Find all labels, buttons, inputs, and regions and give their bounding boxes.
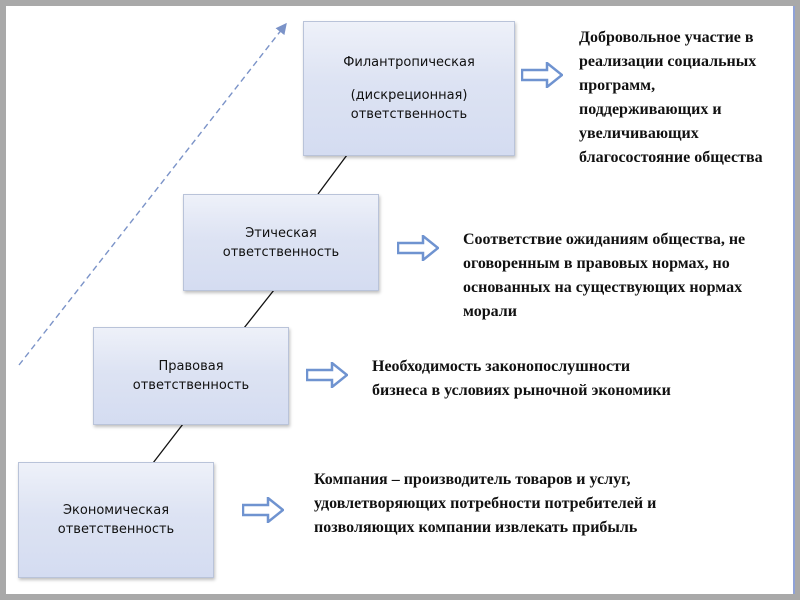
level-title: Экономическая: [62, 503, 170, 518]
level-box-economic: Экономическая ответственность: [18, 462, 214, 578]
level-title: Филантропическая: [343, 55, 475, 70]
description-economic: Компания – производитель товаров и услуг…: [314, 471, 657, 536]
level-box-ethical: Этическая ответственность: [183, 194, 379, 291]
right-arrow-icon: [306, 362, 348, 388]
description-ethical: Соответствие ожиданиям общества, не огов…: [463, 231, 746, 320]
level-title: Этическая: [245, 225, 317, 241]
level-title: ответственность: [57, 522, 175, 537]
level-box-legal: Правовая ответственность: [93, 327, 289, 425]
level-title: (дискреционная): [350, 88, 468, 103]
level-box-philanthropic: Филантропическая (дискреционная) ответст…: [303, 21, 515, 156]
description-legal: Необходимость законопослушности бизнеса …: [372, 358, 671, 399]
right-arrow-icon: [242, 497, 284, 523]
description-philanthropic: Добровольное участие в реализации социал…: [579, 29, 763, 166]
level-title: ответственность: [222, 244, 340, 260]
level-title: ответственность: [132, 378, 250, 393]
level-title: ответственность: [350, 107, 468, 122]
right-arrow-icon: [521, 62, 563, 88]
right-arrow-icon: [397, 235, 439, 261]
level-title: Правовая: [158, 359, 224, 374]
